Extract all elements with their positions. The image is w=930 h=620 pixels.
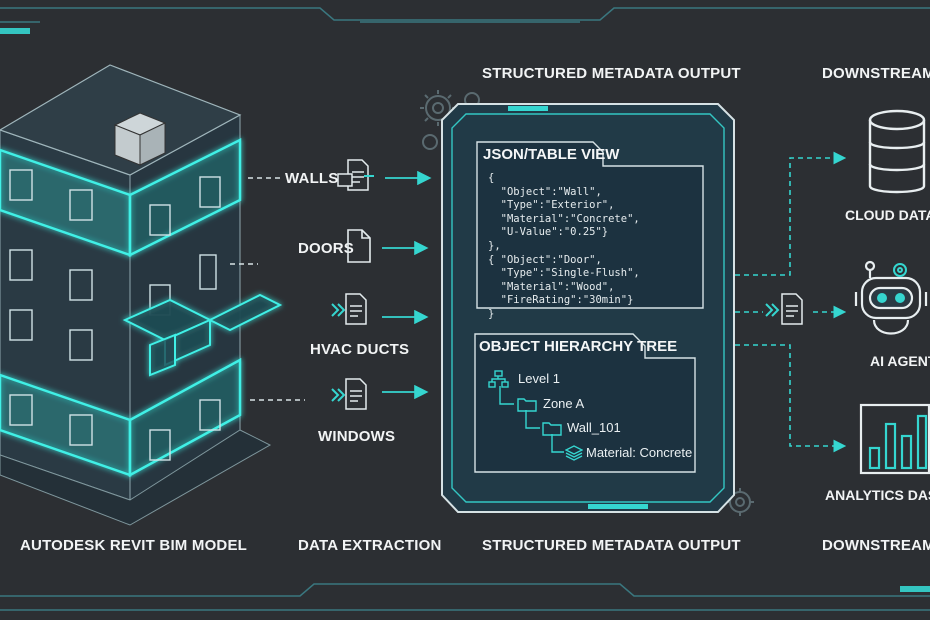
extraction-label-windows: WINDOWS xyxy=(318,428,396,445)
code-line: "Material":"Wood", xyxy=(488,280,615,293)
tree-panel-box xyxy=(474,333,696,473)
tree-item-wall-101: Wall_101 xyxy=(567,420,621,435)
tree-item-zone-a: Zone A xyxy=(543,396,585,411)
document-transfer-icon xyxy=(765,293,803,325)
code-line: "Material":"Concrete", xyxy=(488,212,640,225)
bottom-label-output: STRUCTURED METADATA OUTPUT xyxy=(482,537,741,554)
code-line: "U-Value":"0.25"} xyxy=(488,226,609,239)
code-line: } xyxy=(488,307,495,320)
document-icon xyxy=(347,229,371,263)
code-line: "Type":"Exterior", xyxy=(488,199,615,212)
code-line: "Object":"Wall", xyxy=(488,185,602,198)
code-line: "Type":"Single-Flush", xyxy=(488,267,640,280)
downstream-label-cloud-database: CLOUD DATAB xyxy=(845,207,930,223)
downstream-label-ai-agent: AI AGENT xyxy=(870,353,930,369)
bar-chart-icon xyxy=(859,403,930,475)
code-line: }, xyxy=(488,239,501,252)
json-panel-title: JSON/TABLE VIEW xyxy=(483,146,620,163)
downstream-label-analytics-dashboard: ANALYTICS DASH xyxy=(825,487,930,503)
extraction-arrows xyxy=(230,170,432,401)
bottom-label-downstream: DOWNSTREAM SY xyxy=(822,537,930,554)
document-transfer-icon xyxy=(337,159,374,191)
extraction-label-hvac-ducts: HVAC DUCTS xyxy=(310,341,410,358)
bottom-label-extraction: DATA EXTRACTION xyxy=(298,537,442,554)
json-panel-box xyxy=(476,141,704,309)
tree-item-level-1: Level 1 xyxy=(518,371,560,386)
downstream-connectors xyxy=(735,151,847,453)
json-code-block: { "Object":"Wall", "Type":"Exterior", "M… xyxy=(488,172,640,322)
tree-connectors xyxy=(499,386,564,453)
extraction-label-doors: DOORS xyxy=(298,240,355,257)
layers-icon xyxy=(565,445,583,461)
document-transfer-icon xyxy=(331,378,367,410)
bim-building-model xyxy=(0,64,283,526)
title-structured-metadata-output: STRUCTURED METADATA OUTPUT xyxy=(482,65,741,82)
hierarchy-icon xyxy=(488,370,509,388)
gear-icon xyxy=(420,90,480,150)
bottom-label-model: AUTODESK REVIT BIM MODEL xyxy=(20,537,248,554)
document-transfer-icon xyxy=(331,293,367,325)
folder-icon xyxy=(517,398,537,412)
title-downstream-systems: DOWNSTREAM SY xyxy=(822,65,930,82)
extraction-label-walls: WALLS xyxy=(285,170,339,187)
database-icon xyxy=(868,109,926,194)
tree-panel-title: OBJECT HIERARCHY TREE xyxy=(479,338,678,355)
code-line: "FireRating":"30min"} xyxy=(488,294,634,307)
robot-icon xyxy=(854,260,928,335)
code-line: { xyxy=(488,172,495,184)
code-line: { "Object":"Door", xyxy=(488,253,602,266)
folder-icon xyxy=(542,422,562,436)
tree-item-material: Material: Concrete xyxy=(586,445,693,460)
gear-icon xyxy=(726,488,754,516)
